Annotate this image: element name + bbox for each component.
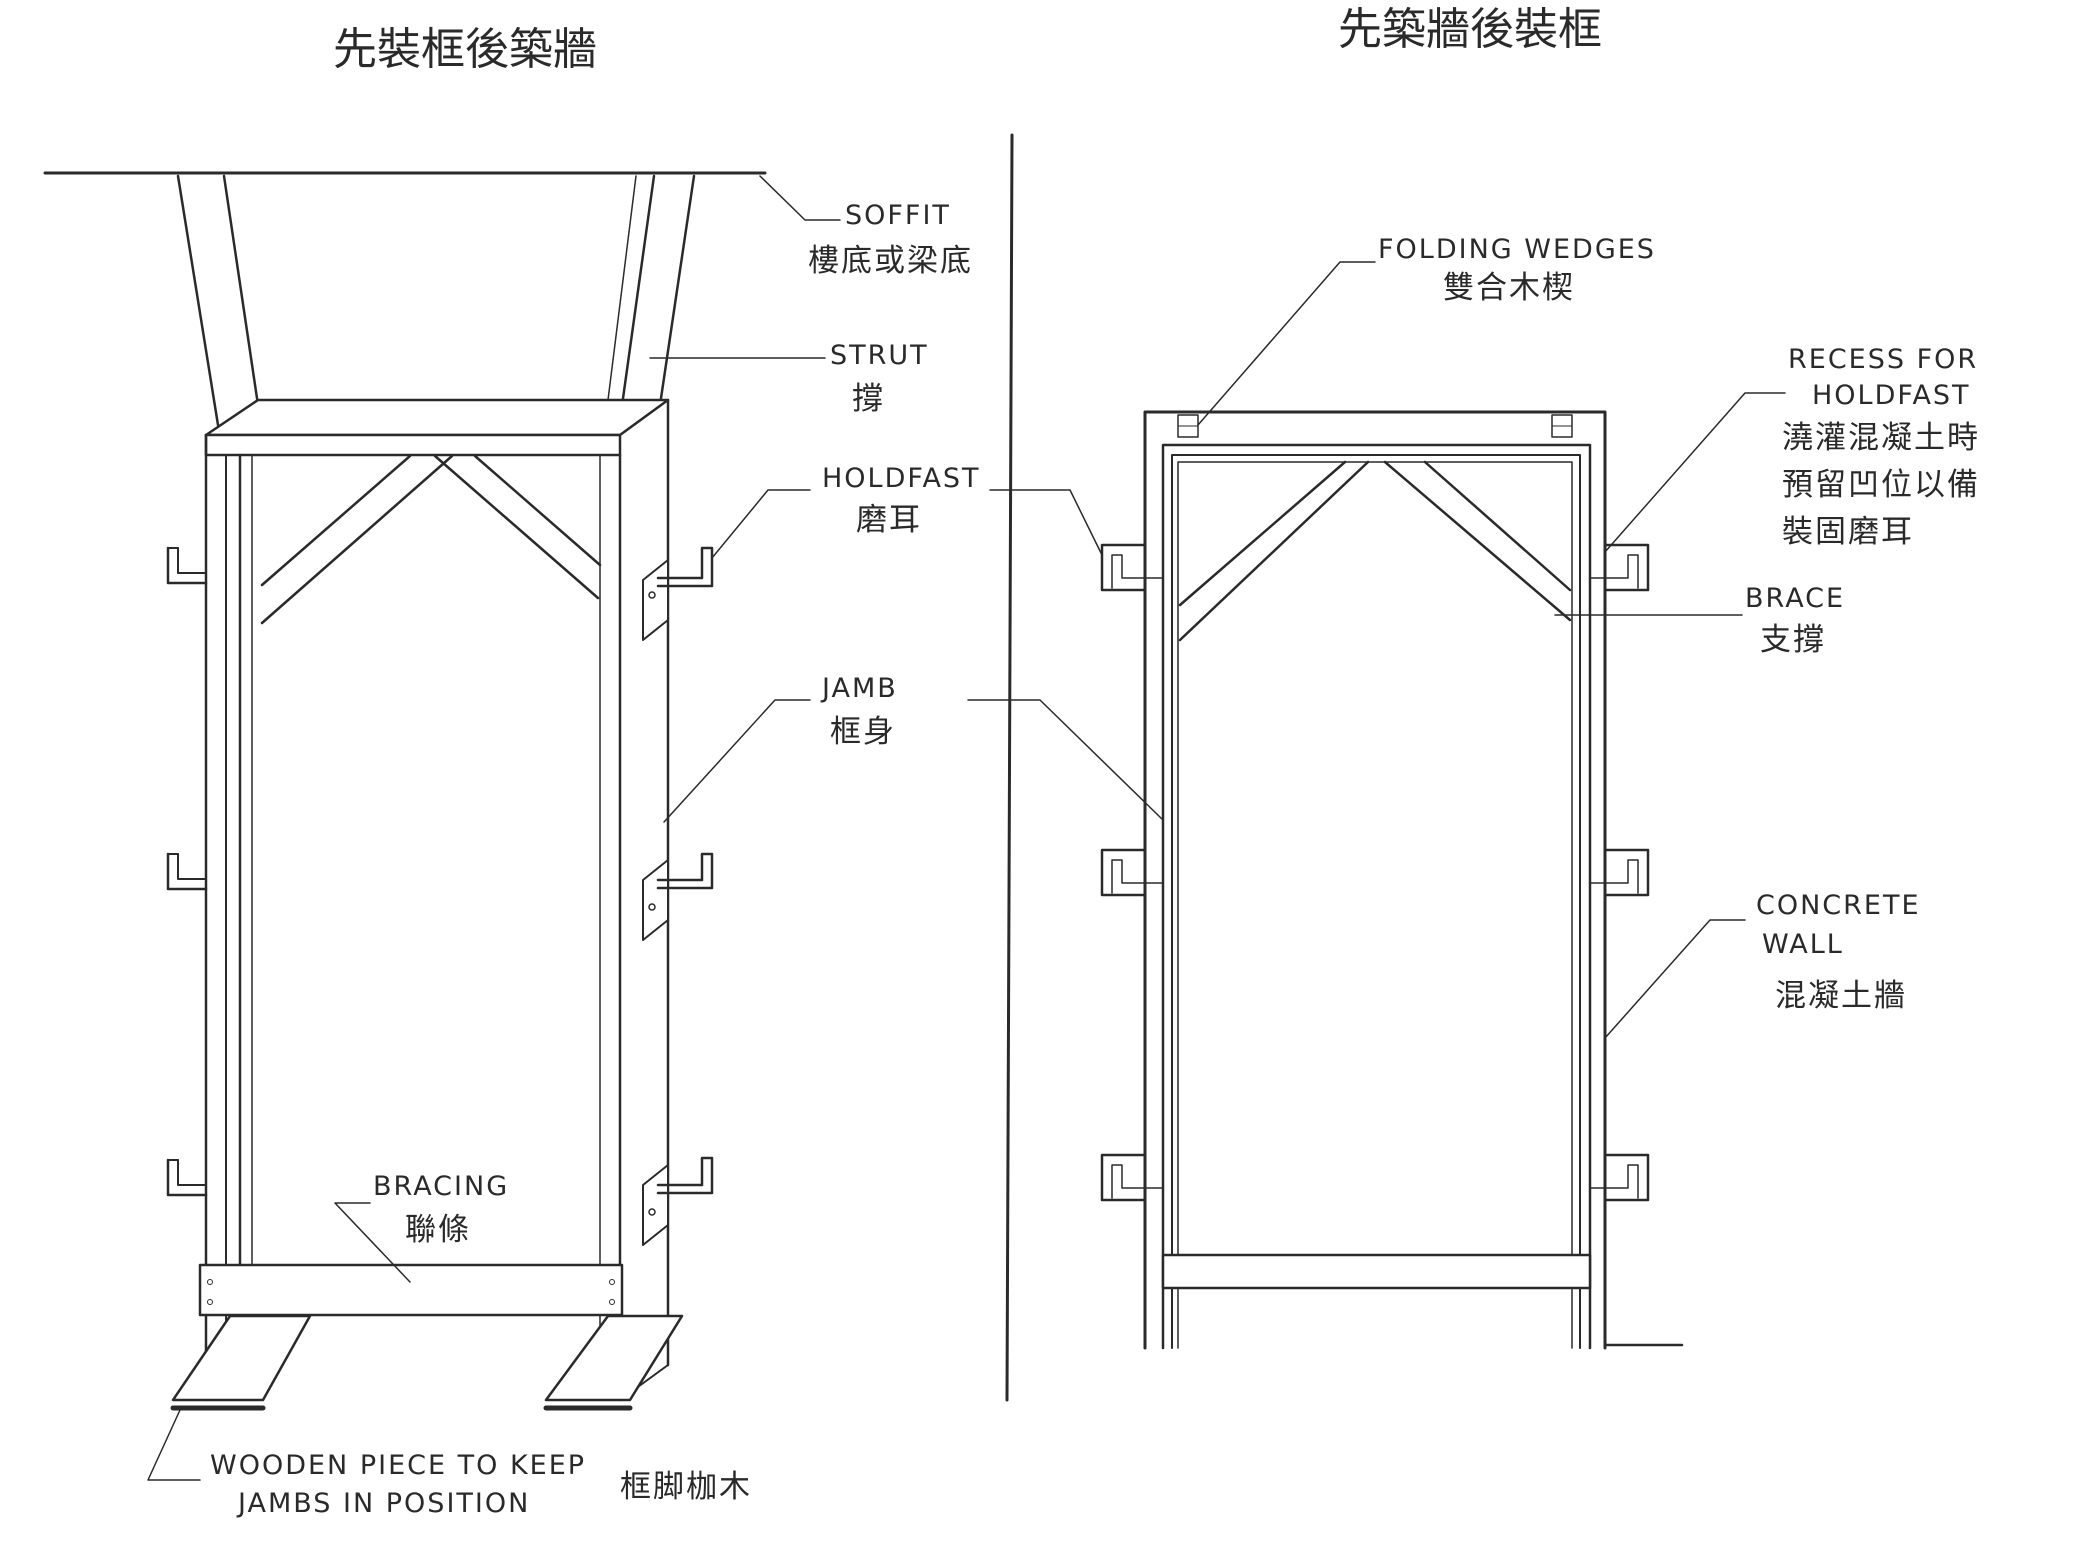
frame-outer (1161, 443, 1592, 1350)
label-recess-zh-2: 預留凹位以備 (1782, 467, 1980, 503)
label-holdfast-zh: 磨耳 (856, 502, 922, 538)
strut-pair (176, 174, 696, 427)
label-strut-en: STRUT (830, 340, 929, 371)
bottom-brace (1161, 1253, 1592, 1290)
floor-wood-piece-left (171, 1314, 312, 1402)
holdfast-right-top (642, 546, 714, 641)
holdfast-leader-right (989, 489, 1103, 556)
label-recess-zh-3: 裝固磨耳 (1782, 514, 1914, 550)
label-strut-zh: 撐 (852, 381, 885, 417)
concrete-wall-opening (1143, 410, 1607, 1350)
recess-left-bot (1100, 1153, 1164, 1202)
head-brace (1178, 460, 1572, 642)
label-soffit-en: SOFFIT (845, 200, 951, 231)
label-folding-wedges-zh: 雙合木楔 (1443, 270, 1575, 306)
jamb-leader-left (663, 699, 811, 823)
label-wooden-piece-en-1: WOODEN PIECE TO KEEP (210, 1450, 586, 1481)
holdfast-right-bot (642, 1156, 714, 1246)
holdfast-leader-left (711, 489, 811, 559)
recess-right-top (1589, 543, 1650, 592)
floor-wood-piece-right (544, 1314, 684, 1402)
label-jamb-zh: 框身 (830, 714, 896, 750)
label-recess-zh-1: 澆灌混凝土時 (1782, 420, 1980, 456)
label-concrete-wall-en-1: CONCRETE (1756, 890, 1921, 921)
label-wooden-piece-zh: 框脚枷木 (620, 1469, 752, 1505)
label-holdfast-en: HOLDFAST (822, 463, 981, 494)
soffit-leader (759, 175, 841, 221)
recess-right-mid (1589, 848, 1650, 897)
folding-wedges-leader (1197, 261, 1376, 426)
holdfast-left-mid (166, 852, 208, 891)
label-bracing-en: BRACING (373, 1171, 509, 1202)
label-concrete-wall-zh: 混凝土牆 (1775, 978, 1907, 1014)
title-frame-first: 先裝框後築牆 (333, 24, 597, 75)
label-jamb-en: JAMB (820, 673, 898, 704)
jamb-leader-right (967, 699, 1164, 821)
holdfast-right-mid (642, 852, 714, 941)
label-recess-en-1: RECESS FOR (1788, 344, 1978, 375)
label-wooden-piece-en-2: JAMBS IN POSITION (236, 1488, 530, 1519)
recess-left-mid (1100, 848, 1164, 897)
label-soffit-zh: 樓底或梁底 (808, 243, 973, 279)
left-frame-drawing (43, 171, 841, 1481)
label-bracing-zh: 聯條 (405, 1212, 471, 1248)
head-braces (260, 454, 602, 625)
frame-inner (1171, 454, 1581, 1349)
panel-divider (1005, 133, 1014, 1402)
label-concrete-wall-en-2: WALL (1762, 929, 1844, 960)
frame-head-top (204, 398, 670, 437)
recess-left-top (1100, 543, 1164, 592)
bottom-bracing-bar (198, 1263, 624, 1317)
recess-right-bot (1589, 1153, 1650, 1202)
left-jamb (204, 433, 253, 1402)
holdfast-left-top (166, 546, 208, 585)
label-folding-wedges-en: FOLDING WEDGES (1378, 234, 1656, 265)
bracing-leader (334, 1202, 411, 1283)
frame-head (204, 433, 622, 457)
holdfast-left-bot (166, 1158, 208, 1197)
label-brace-zh: 支撐 (1760, 622, 1826, 658)
label-recess-en-2: HOLDFAST (1812, 380, 1971, 411)
wooden-piece-leader (147, 1409, 201, 1481)
recess-leader (1604, 392, 1786, 553)
right-frame-drawing (967, 261, 1786, 1350)
label-brace-en: BRACE (1745, 583, 1845, 614)
concrete-wall-leader (1604, 919, 1746, 1039)
title-wall-first: 先築牆後裝框 (1338, 4, 1602, 55)
